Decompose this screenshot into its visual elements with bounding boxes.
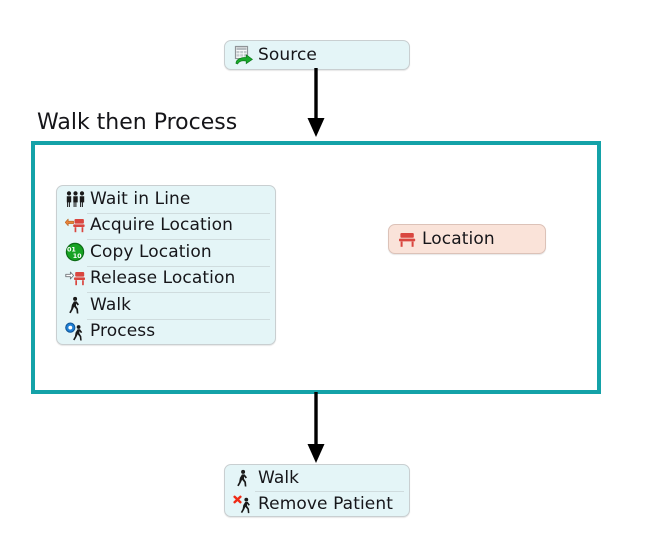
remove-patient-icon: [232, 493, 254, 515]
source-label: Source: [258, 44, 317, 65]
source-node[interactable]: Source: [224, 40, 410, 70]
walk-person-icon: [232, 467, 254, 489]
row-source[interactable]: Source: [225, 41, 409, 69]
activity-list-node[interactable]: Wait in Line Acquire Location: [56, 185, 276, 345]
acquire-location-chair-arrow-icon: [64, 215, 86, 237]
copy-location-binary-icon: 01 10: [64, 241, 86, 263]
row-process[interactable]: Process: [57, 318, 275, 346]
connector-source-to-group: [304, 68, 328, 142]
release-location-chair-arrow-icon: [64, 268, 86, 290]
process-clock-person-icon: [64, 321, 86, 343]
activity-label: Release Location: [90, 268, 236, 289]
exit-activities-node[interactable]: Walk Remove Patient: [224, 464, 410, 517]
connector-group-to-sink: [304, 392, 328, 468]
row-walk-exit[interactable]: Walk: [225, 465, 409, 491]
row-release-location[interactable]: Release Location: [57, 265, 275, 293]
source-table-green-arrow-icon: [232, 44, 254, 66]
location-resource-node[interactable]: Location: [388, 224, 546, 254]
row-remove-patient[interactable]: Remove Patient: [225, 491, 409, 517]
activity-label: Copy Location: [90, 241, 212, 262]
location-chair-icon: [396, 228, 418, 250]
activity-label: Process: [90, 321, 156, 342]
svg-text:01: 01: [67, 246, 76, 254]
row-walk[interactable]: Walk: [57, 292, 275, 319]
row-copy-location[interactable]: 01 10 Copy Location: [57, 239, 275, 266]
group-title: Walk then Process: [37, 110, 238, 135]
svg-text:10: 10: [73, 252, 82, 260]
exit-activity-label: Remove Patient: [258, 493, 393, 514]
row-location[interactable]: Location: [389, 225, 545, 253]
activity-label: Wait in Line: [90, 188, 191, 209]
exit-activity-label: Walk: [258, 467, 300, 488]
row-wait-in-line[interactable]: Wait in Line: [57, 186, 275, 213]
row-acquire-location[interactable]: Acquire Location: [57, 212, 275, 240]
wait-in-line-people-icon: [64, 188, 86, 210]
activity-label: Acquire Location: [90, 215, 233, 236]
activity-label: Walk: [90, 294, 132, 315]
walk-person-icon: [64, 294, 86, 316]
location-label: Location: [422, 228, 495, 249]
